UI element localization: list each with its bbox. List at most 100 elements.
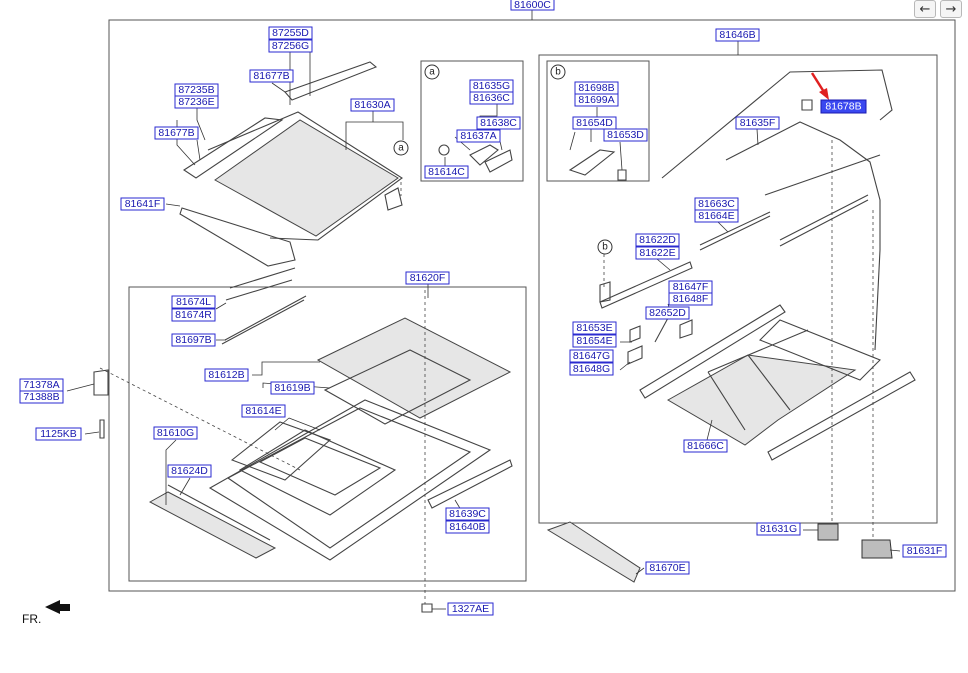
svg-text:81614E: 81614E (245, 405, 281, 417)
svg-text:a: a (398, 143, 404, 154)
part-label[interactable]: 81664E (694, 209, 739, 223)
svg-text:81674R: 81674R (175, 309, 212, 321)
svg-text:81646B: 81646B (719, 29, 755, 41)
part-label[interactable]: 87255D (268, 26, 313, 40)
part-label[interactable]: 81646B (715, 28, 760, 42)
part-label[interactable]: 81648G (569, 362, 614, 376)
part-label[interactable]: 81698B (574, 81, 619, 95)
part-label[interactable]: 81639C (445, 507, 490, 521)
back-button[interactable]: ← (914, 0, 936, 18)
part-label[interactable]: 81612B (204, 368, 249, 382)
svg-text:81663C: 81663C (698, 198, 735, 210)
svg-text:81638C: 81638C (480, 117, 517, 129)
part-label[interactable]: 81654E (572, 334, 617, 348)
svg-text:81614C: 81614C (428, 166, 465, 178)
svg-text:81639C: 81639C (449, 508, 486, 520)
detail-b-parts (568, 149, 627, 181)
detail-a-parts (438, 144, 513, 173)
part-label[interactable]: 81653D (603, 128, 648, 142)
part-label[interactable]: 82652D (645, 306, 690, 320)
part-label[interactable]: 81654D (572, 116, 617, 130)
part-label[interactable]: 81677B (249, 69, 294, 83)
part-label[interactable]: 81699A (574, 93, 619, 107)
svg-text:81640B: 81640B (449, 521, 485, 533)
svg-text:87255D: 87255D (272, 27, 309, 39)
callout-a: a (424, 64, 440, 80)
part-label[interactable]: 81622D (635, 233, 680, 247)
svg-text:81674L: 81674L (176, 296, 211, 308)
part-label[interactable]: 87236E (174, 95, 219, 109)
part-label[interactable]: 81641F (120, 197, 165, 211)
svg-text:71388B: 71388B (23, 391, 59, 403)
part-label[interactable]: 81600C (510, 0, 555, 11)
part-label[interactable]: 81619B (270, 381, 315, 395)
part-label[interactable]: 81666C (683, 439, 728, 453)
svg-text:81677B: 81677B (253, 70, 289, 82)
part-label[interactable]: 81631G (756, 522, 801, 536)
part-label[interactable]: 71378A (19, 378, 64, 392)
part-label[interactable]: 81674L (171, 295, 216, 309)
svg-text:81654D: 81654D (576, 117, 613, 129)
svg-text:1327AE: 1327AE (452, 603, 489, 615)
part-label[interactable]: 81677B (154, 126, 199, 140)
part-label[interactable]: 81614C (424, 165, 469, 179)
detail-b-box (546, 60, 650, 182)
part-label[interactable]: 81640B (445, 520, 490, 534)
svg-text:81647F: 81647F (673, 281, 709, 293)
part-label[interactable]: 81624D (167, 464, 212, 478)
part-label[interactable]: 71388B (19, 390, 64, 404)
callout-b: b (550, 64, 566, 80)
part-label[interactable]: 81610G (153, 426, 198, 440)
svg-text:81622D: 81622D (639, 234, 676, 246)
svg-text:81612B: 81612B (208, 369, 244, 381)
svg-text:a: a (429, 67, 435, 78)
part-label[interactable]: 81670E (645, 561, 690, 575)
part-label[interactable]: 81614E (241, 404, 286, 418)
svg-text:81647G: 81647G (573, 350, 610, 362)
part-label[interactable]: 81630A (350, 98, 395, 112)
part-label[interactable]: 81647F (668, 280, 713, 294)
detail-a-box (420, 60, 524, 182)
glass-panel-assembly (179, 61, 403, 345)
part-label[interactable]: 87235B (174, 83, 219, 97)
part-label[interactable]: 81697B (171, 333, 216, 347)
svg-text:b: b (555, 67, 561, 78)
part-label[interactable]: 81631F (902, 544, 947, 558)
part-label[interactable]: 81647G (569, 349, 614, 363)
part-label[interactable]: 81674R (171, 308, 216, 322)
part-label-highlighted[interactable]: 81678B (820, 99, 867, 114)
pointer-arrow-icon (810, 72, 829, 100)
part-label[interactable]: 81635F (735, 116, 780, 130)
part-label[interactable]: 81622E (635, 246, 680, 260)
svg-text:b: b (602, 242, 608, 253)
svg-text:81610G: 81610G (157, 427, 194, 439)
svg-text:81699A: 81699A (578, 94, 614, 106)
svg-text:81620F: 81620F (410, 272, 446, 284)
part-label[interactable]: 81637A (456, 129, 501, 143)
part-label[interactable]: 81636C (469, 91, 514, 105)
forward-button[interactable]: → (940, 0, 962, 18)
roof-frame-assembly (93, 317, 513, 613)
part-label[interactable]: 81653E (572, 321, 617, 335)
svg-text:81697B: 81697B (175, 334, 211, 346)
part-label[interactable]: 87256G (268, 39, 313, 53)
part-label[interactable]: 1327AE (447, 602, 494, 616)
part-label[interactable]: 81663C (694, 197, 739, 211)
svg-text:81666C: 81666C (687, 440, 724, 452)
orientation-label: FR. (22, 612, 42, 626)
part-label[interactable]: 81648F (668, 292, 713, 306)
svg-text:81635F: 81635F (740, 117, 776, 129)
svg-text:81619B: 81619B (274, 382, 310, 394)
callout-b: b (597, 239, 613, 255)
part-label[interactable]: 81635G (469, 79, 514, 93)
part-label[interactable]: 81620F (405, 271, 450, 285)
svg-text:71378A: 71378A (23, 379, 59, 391)
callout-a: a (393, 140, 409, 156)
svg-text:87236E: 87236E (178, 96, 214, 108)
part-label[interactable]: 81638C (476, 116, 521, 130)
svg-text:81678B: 81678B (825, 100, 861, 112)
part-label[interactable]: 1125KB (35, 427, 82, 441)
svg-text:81630A: 81630A (354, 99, 390, 111)
svg-text:82652D: 82652D (649, 307, 686, 319)
arrow-right-icon: → (945, 2, 957, 17)
